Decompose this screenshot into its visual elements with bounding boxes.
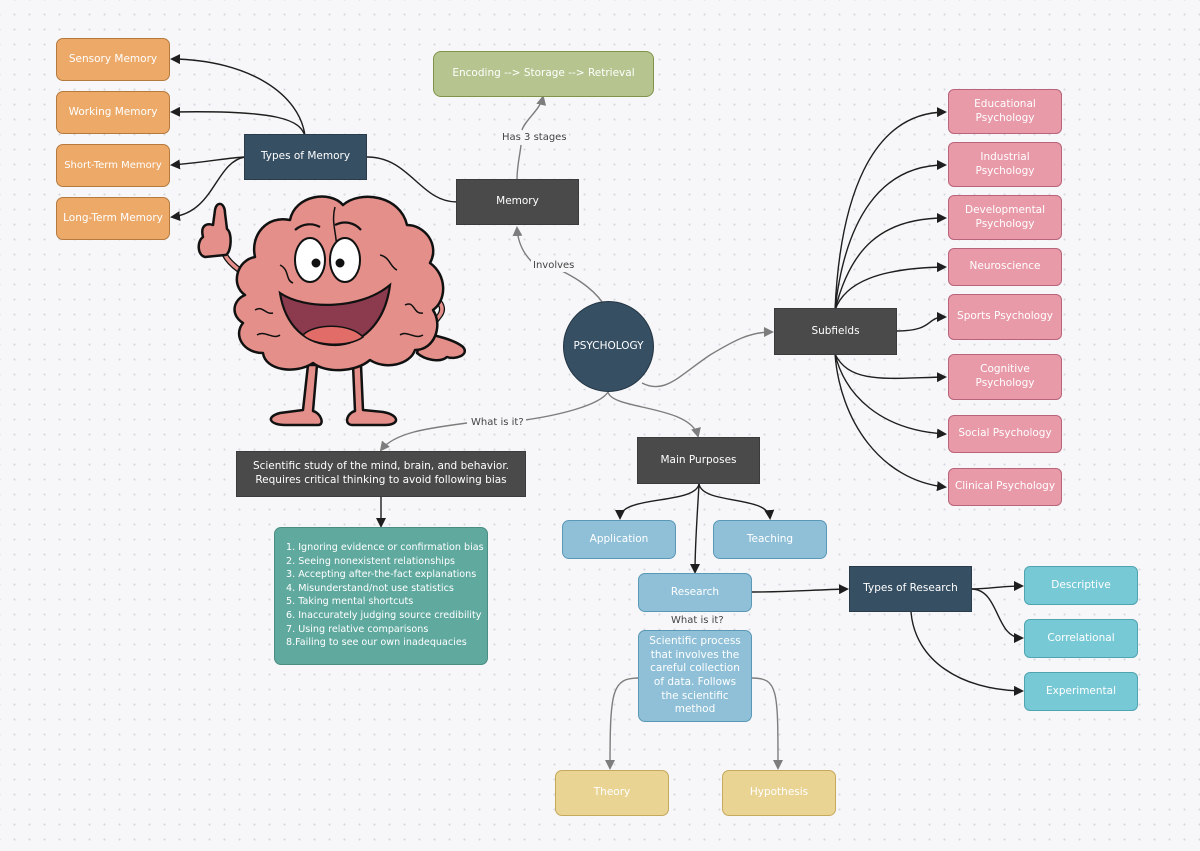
- node-label: Industrial Psychology: [975, 150, 1035, 177]
- bias-item: 8.Failing to see our own inadequacies: [286, 637, 467, 649]
- node-subfields[interactable]: Subfields: [774, 308, 897, 355]
- bias-item: 7. Using relative comparisons: [286, 623, 429, 635]
- bias-item: 6. Inaccurately judging source credibili…: [286, 609, 482, 621]
- node-label: Short-Term Memory: [64, 160, 162, 171]
- node-label: Subfields: [811, 324, 860, 337]
- node-label: Memory: [496, 195, 539, 208]
- node-label: PSYCHOLOGY: [573, 339, 644, 352]
- node-application[interactable]: Application: [562, 520, 676, 559]
- link-sub-educational: [834, 107, 947, 311]
- node-cognitive-psychology[interactable]: Cognitive Psychology: [948, 354, 1062, 400]
- bias-item: 5. Taking mental shortcuts: [286, 596, 414, 608]
- link-types-working: [170, 106, 306, 137]
- node-correlational[interactable]: Correlational: [1024, 619, 1138, 658]
- link-types-experimental: [910, 611, 1024, 696]
- node-label: Long-Term Memory: [63, 211, 163, 224]
- bias-item: 2. Seeing nonexistent relationships: [286, 555, 456, 567]
- node-definition[interactable]: Scientific study of the mind, brain, and…: [236, 451, 526, 497]
- node-label: Sensory Memory: [68, 52, 158, 65]
- node-theory[interactable]: Theory: [555, 770, 669, 816]
- node-teaching[interactable]: Teaching: [713, 520, 827, 559]
- node-label: Developmental Psychology: [965, 203, 1046, 230]
- brain-mascot-illustration: [197, 195, 466, 427]
- link-psych-subfields: [641, 327, 774, 388]
- node-label: Social Psychology: [958, 427, 1052, 440]
- link-sub-social: [834, 353, 947, 439]
- node-label: Types of Research: [863, 582, 958, 595]
- link-types-short: [170, 156, 246, 170]
- link-purpose-research: [690, 483, 701, 574]
- link-research-hypothesis: [751, 677, 783, 770]
- link-psych-purposes: [607, 391, 701, 438]
- node-psychology-center[interactable]: PSYCHOLOGY: [563, 301, 654, 392]
- node-label: Main Purposes: [660, 453, 737, 466]
- node-label: Educational Psychology: [974, 97, 1036, 124]
- edge-label-has-3-stages: Has 3 stages: [500, 131, 569, 144]
- node-hypothesis[interactable]: Hypothesis: [722, 770, 836, 816]
- node-types-of-research[interactable]: Types of Research: [849, 566, 972, 612]
- link-types-sensory: [170, 54, 306, 137]
- link-sub-neuroscience: [834, 262, 947, 311]
- link-sub-industrial: [834, 160, 947, 311]
- edge-label-research-what-is-it: What is it?: [669, 614, 726, 627]
- node-label: Descriptive: [1051, 578, 1111, 591]
- link-sub-sports: [895, 312, 947, 332]
- node-industrial-psychology[interactable]: Industrial Psychology: [948, 142, 1062, 187]
- node-label: Types of Memory: [260, 150, 351, 163]
- link-purpose-application: [615, 483, 700, 520]
- link-sub-clinical: [834, 353, 947, 492]
- node-descriptive[interactable]: Descriptive: [1024, 566, 1138, 605]
- node-memory-stages[interactable]: Encoding --> Storage --> Retrieval: [433, 51, 654, 97]
- link-sub-cognitive: [834, 353, 947, 383]
- node-experimental[interactable]: Experimental: [1024, 672, 1138, 711]
- node-research-definition[interactable]: Scientific process that involves the car…: [638, 630, 752, 722]
- definition-line-2: Requires critical thinking to avoid foll…: [255, 474, 507, 486]
- link-research-types: [751, 584, 849, 595]
- node-long-term-memory[interactable]: Long-Term Memory: [56, 197, 170, 240]
- definition-line-1: Scientific study of the mind, brain, and…: [252, 460, 510, 473]
- node-label: Theory: [593, 786, 631, 799]
- node-label: Application: [589, 532, 649, 545]
- node-educational-psychology[interactable]: Educational Psychology: [948, 89, 1062, 134]
- node-social-psychology[interactable]: Social Psychology: [948, 415, 1062, 453]
- node-label: Encoding --> Storage --> Retrieval: [452, 67, 635, 80]
- node-label: Teaching: [746, 532, 794, 545]
- node-label: Research: [670, 585, 720, 598]
- bias-item: 4. Misunderstand/not use statistics: [286, 582, 454, 594]
- bias-item: 3. Accepting after-the-fact explanations: [286, 569, 477, 581]
- bias-item: 1. Ignoring evidence or confirmation bia…: [286, 542, 484, 553]
- node-working-memory[interactable]: Working Memory: [56, 91, 170, 134]
- node-clinical-psychology[interactable]: Clinical Psychology: [948, 468, 1062, 506]
- node-memory[interactable]: Memory: [456, 179, 579, 225]
- node-types-of-memory[interactable]: Types of Memory: [244, 134, 367, 180]
- link-research-theory: [605, 677, 640, 770]
- node-label: Neuroscience: [969, 260, 1041, 273]
- node-label: Scientific process that involves the car…: [649, 635, 741, 716]
- node-neuroscience[interactable]: Neuroscience: [948, 248, 1062, 286]
- link-purpose-teaching: [698, 483, 775, 520]
- node-label: Working Memory: [68, 105, 158, 118]
- edge-label-what-is-it: What is it?: [469, 416, 526, 429]
- node-developmental-psychology[interactable]: Developmental Psychology: [948, 195, 1062, 240]
- node-label: Sports Psychology: [957, 310, 1053, 323]
- node-short-term-memory[interactable]: Short-Term Memory: [56, 144, 170, 187]
- edge-label-involves: Involves: [531, 259, 577, 272]
- node-label: Cognitive Psychology: [975, 363, 1035, 389]
- node-critical-thinking-biases[interactable]: 1. Ignoring evidence or confirmation bia…: [274, 527, 488, 665]
- node-label: Hypothesis: [749, 786, 809, 799]
- link-types-descriptive: [971, 581, 1024, 592]
- node-label: Correlational: [1047, 631, 1115, 644]
- node-research[interactable]: Research: [638, 573, 752, 612]
- node-sports-psychology[interactable]: Sports Psychology: [948, 294, 1062, 340]
- link-sub-developmental: [834, 213, 947, 311]
- node-label: Clinical Psychology: [954, 480, 1056, 493]
- node-main-purposes[interactable]: Main Purposes: [637, 437, 760, 484]
- node-sensory-memory[interactable]: Sensory Memory: [56, 38, 170, 81]
- link-types-correlational: [971, 588, 1024, 643]
- node-label: Experimental: [1045, 684, 1117, 697]
